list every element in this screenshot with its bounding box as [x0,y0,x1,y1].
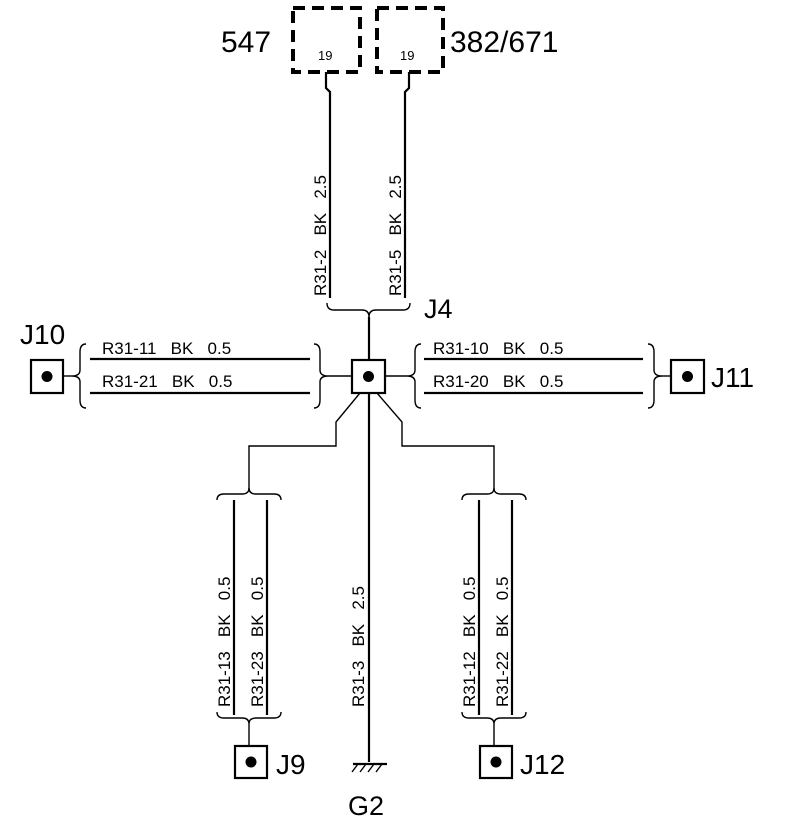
bracket-lower-left-top [216,487,282,501]
connector-382-671-pin: 19 [400,48,414,63]
junction-j11-label: J11 [711,362,754,393]
branch-to-j9 [248,392,361,490]
connector-382-671-label: 382/671 [450,26,558,59]
wire-label-r31-13: R31-13 BK 0.5 [215,577,234,707]
junction-j10: J10 [20,319,72,395]
junction-j12-label: J12 [520,749,565,780]
wire-label-r31-3: R31-3 BK 2.5 [349,586,368,707]
bracket-left-inner [313,343,329,409]
bracket-lower-right-bottom [461,711,527,725]
bracket-left-outer [71,343,87,409]
junction-j12: J12 [478,744,565,780]
wire-label-r31-10: R31-10 BK 0.5 [433,339,563,358]
wire-label-r31-20: R31-20 BK 0.5 [433,372,563,391]
ground-g2-label: G2 [348,791,384,821]
junction-j9-label: J9 [276,749,306,780]
wire-label-r31-21: R31-21 BK 0.5 [102,372,232,391]
junction-j11: J11 [662,358,754,395]
junction-j9: J9 [233,744,306,780]
wire-label-r31-22: R31-22 BK 0.5 [493,577,512,707]
wire-label-r31-5: R31-5 BK 2.5 [386,175,405,296]
wire-label-r31-12: R31-12 BK 0.5 [460,577,479,707]
wire-label-r31-23: R31-23 BK 0.5 [248,577,267,707]
connector-547-pin: 19 [318,48,332,63]
wire-label-r31-11: R31-11 BK 0.5 [102,339,231,358]
wire-r31-2 [324,72,332,298]
splice-j4-label: J4 [424,294,453,324]
branch-to-j12 [376,392,495,490]
ground-symbol-icon [351,762,387,773]
bracket-top [326,302,411,318]
bracket-right-outer [647,343,663,409]
bracket-lower-right-top [461,487,527,501]
junction-j10-label: J10 [20,319,65,350]
bracket-right-inner [406,343,422,409]
wire-r31-5 [403,72,411,298]
connector-547: 19 547 [221,6,362,74]
bracket-lower-left-bottom [216,711,282,725]
connector-547-label: 547 [221,26,271,59]
wire-label-r31-2: R31-2 BK 2.5 [311,175,330,296]
connector-382-671: 19 382/671 [375,6,558,74]
